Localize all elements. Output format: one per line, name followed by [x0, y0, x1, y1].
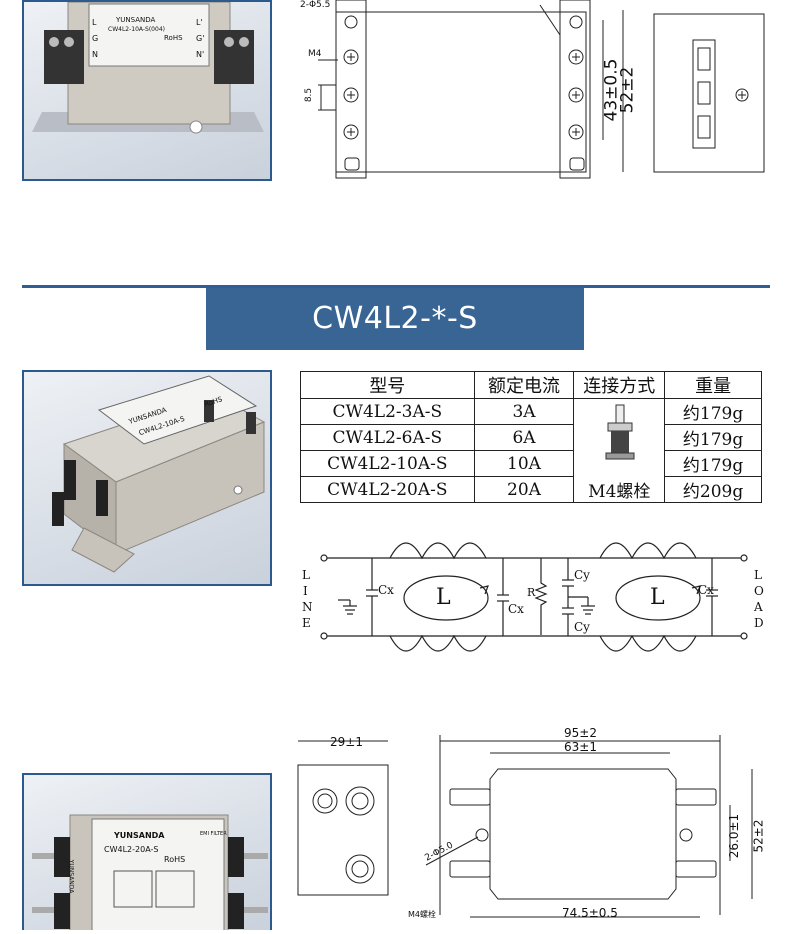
inductor-l2-label: L — [650, 585, 665, 610]
terminal-l-in: L — [92, 18, 97, 27]
line-letter-e: E — [302, 616, 311, 630]
photo3-brand: YUNSANDA — [114, 831, 165, 840]
cell-weight: 约179g — [664, 424, 762, 451]
section-title: CW4L2-*-S — [206, 288, 584, 350]
table-row: CW4L2-10A-S 10A 约179g — [300, 450, 762, 477]
cell-current: 10A — [473, 450, 575, 477]
dim-95: 95±2 — [564, 726, 597, 740]
dim-bolt: M4螺栓 — [408, 910, 436, 919]
label-corner: 2-Φ5.5 — [300, 0, 331, 10]
cell-current: 6A — [473, 424, 575, 451]
cell-weight: 约209g — [664, 476, 762, 503]
top-dimension-drawing: M4 8.5 43±0.5 52±2 2-Φ5.5 — [298, 0, 768, 190]
line-letter-l: L — [302, 568, 310, 582]
terminal-g-in: G — [92, 34, 99, 43]
photo3-rohs: RoHS — [164, 855, 186, 864]
label-m4: M4 — [308, 49, 322, 59]
load-letter-d: D — [754, 616, 764, 630]
table-row: CW4L2-3A-S 3A M4螺栓 约179g — [300, 398, 762, 503]
connection-label: M4螺栓 — [588, 482, 651, 502]
cx1-label: Cx — [378, 583, 394, 597]
bolt-icon — [605, 404, 635, 460]
load-letter-a: A — [754, 600, 763, 614]
cy2-label: Cy — [574, 620, 590, 634]
cell-model: CW4L2-6A-S — [300, 424, 475, 451]
terminal-n-in: N — [92, 50, 98, 59]
line-letter-n: N — [302, 600, 313, 614]
load-letter-l: L — [754, 568, 762, 582]
table-row: CW4L2-20A-S 20A 约209g — [300, 476, 762, 503]
table-header-row: 型号 额定电流 连接方式 重量 — [300, 371, 762, 399]
photo-rohs: RoHS — [164, 34, 183, 42]
cell-model: CW4L2-3A-S — [300, 398, 475, 425]
dim-26: 26.0±1 — [727, 813, 742, 859]
dim-29: 29±1 — [330, 735, 363, 749]
photo3-filter: EMI FILTER — [200, 831, 227, 837]
cell-model: CW4L2-10A-S — [300, 450, 475, 477]
bottom-dimension-drawing: 29±1 95±2 63±1 26.0±1 52±2 74.5±0.5 2-Φ5… — [290, 725, 790, 930]
cell-connection: M4螺栓 — [573, 398, 666, 503]
r-label: R — [527, 586, 536, 599]
load-letter-o: O — [754, 584, 764, 598]
cell-weight: 约179g — [664, 450, 762, 477]
photo-model: CW4L2-10A-S(004) — [108, 26, 165, 33]
inductor-l1-label: L — [436, 585, 451, 610]
spec-table: 型号 额定电流 连接方式 重量 CW4L2-3A-S 3A M4螺栓 约179g… — [300, 371, 762, 503]
terminal-g-out: G' — [196, 34, 205, 43]
cy1-label: Cy — [574, 568, 590, 582]
table-row: CW4L2-6A-S 6A 约179g — [300, 424, 762, 451]
cell-weight: 约179g — [664, 398, 762, 425]
circuit-diagram: L I N E L O A D Cx Cx R Cy Cy Cx L L — [298, 540, 768, 665]
header-connection: 连接方式 — [573, 371, 666, 399]
dim-74: 74.5±0.5 — [562, 906, 618, 920]
photo3-model: CW4L2-20A-S — [104, 845, 159, 854]
product-photo-middle: YUNSANDA CW4L2-10A-S RoHS — [22, 370, 272, 586]
label-52: 52±2 — [617, 66, 638, 114]
line-letter-i: I — [303, 584, 308, 598]
dim-63: 63±1 — [564, 740, 597, 754]
cx2-label: Cx — [508, 602, 524, 616]
section-divider — [22, 285, 770, 288]
cell-model: CW4L2-20A-S — [300, 476, 475, 503]
label-8-5: 8.5 — [304, 87, 315, 103]
header-model: 型号 — [300, 371, 475, 399]
photo3-side-brand: YUNSANDA — [67, 859, 75, 894]
product-photo-bottom: YUNSANDA EMI FILTER CW4L2-20A-S RoHS YUN… — [22, 773, 272, 930]
cell-current: 20A — [473, 476, 575, 503]
cx3-label: Cx — [698, 583, 714, 597]
cell-current: 3A — [473, 398, 575, 425]
terminal-n-out: N' — [196, 50, 205, 59]
dim-52: 52±2 — [751, 819, 766, 853]
product-photo-top: YUNSANDA CW4L2-10A-S(004) RoHS L G N L' … — [22, 0, 272, 181]
header-weight: 重量 — [664, 371, 762, 399]
header-current: 额定电流 — [473, 371, 575, 399]
photo-brand: YUNSANDA — [116, 16, 156, 24]
terminal-l-out: L' — [196, 18, 203, 27]
